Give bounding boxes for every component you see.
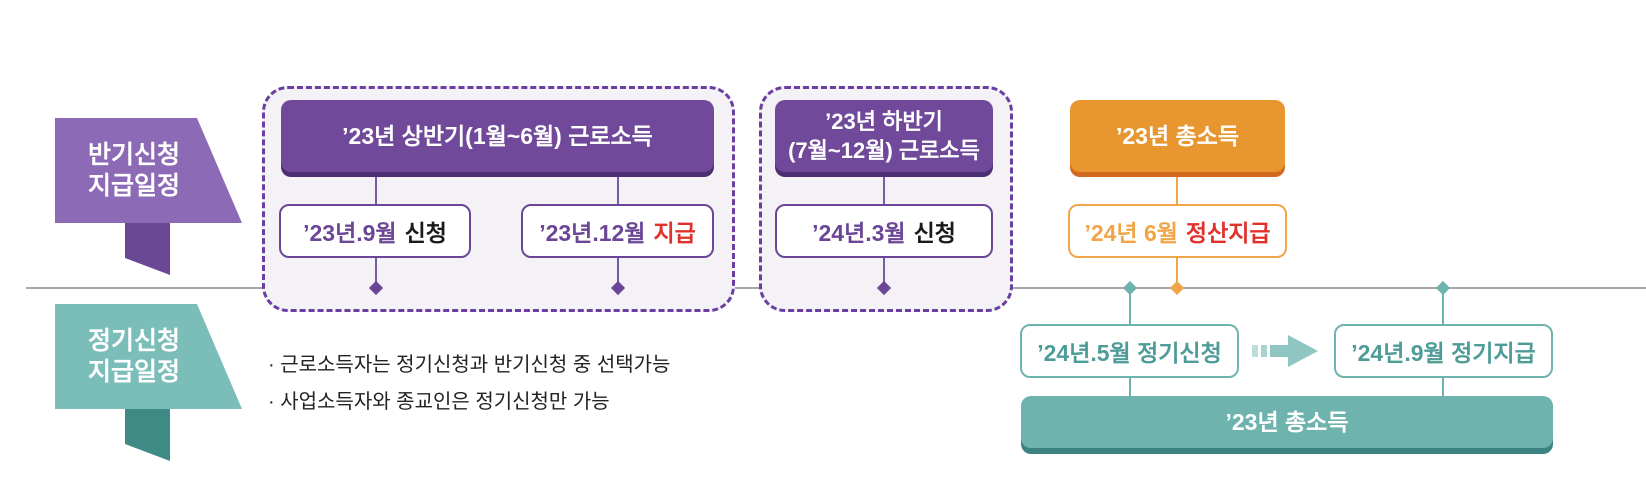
note-line-2: · 사업소득자와 종교인은 정기신청만 가능: [268, 391, 610, 413]
annual-income-header: ’23년 총소득: [1070, 100, 1285, 172]
second-half-income-header: ’23년 하반기 (7월~12월) 근로소득: [775, 100, 993, 172]
first-half-income-header: ’23년 상반기(1월~6월) 근로소득: [281, 100, 714, 172]
arrow-right-icon: [1252, 335, 1318, 367]
half-year-ribbon: [55, 118, 242, 275]
note-line-1: · 근로소득자는 정기신청과 반기신청 중 선택가능: [268, 354, 671, 376]
regular-ribbon-label: 정기신청 지급일정: [87, 327, 180, 386]
event-may-regular-apply: ’24년.5월 정기신청: [1020, 324, 1239, 378]
half-year-ribbon-label: 반기신청 지급일정: [87, 141, 180, 200]
event-sep-regular-pay: ’24년.9월 정기지급: [1334, 324, 1553, 378]
marker-jun: [1169, 280, 1185, 296]
regular-ribbon: [55, 304, 242, 461]
regular-income-bar: ’23년 총소득: [1021, 396, 1553, 448]
